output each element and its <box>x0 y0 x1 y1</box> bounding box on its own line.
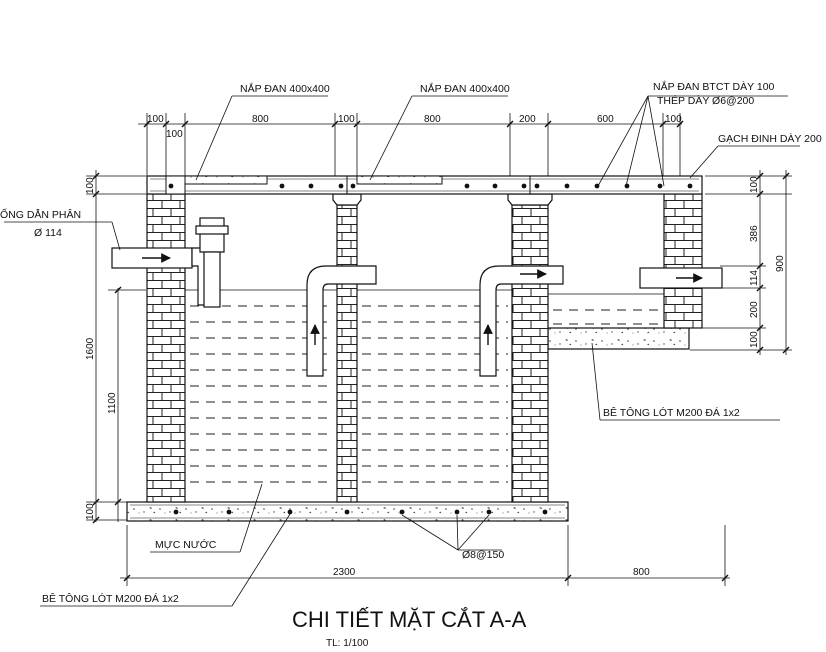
dim-top-1: 100 <box>147 114 164 125</box>
dim-bottom-2: 800 <box>633 567 650 578</box>
leader-lines <box>4 95 800 607</box>
dim-right-5: 100 <box>749 331 760 348</box>
label-water-level: MỰC NƯỚC <box>155 538 217 551</box>
dim-top-6: 200 <box>519 114 536 125</box>
dim-top-4: 100 <box>338 114 355 125</box>
top-dimension-ticks <box>143 120 684 128</box>
dim-left-3: 1100 <box>107 392 118 414</box>
label-cover-mid: NẮP ĐAN 400x400 <box>420 82 510 95</box>
label-pipe-in-line1: ỐNG DẪN PHÂN <box>0 207 81 221</box>
drawing-scale: TL: 1/100 <box>326 638 369 649</box>
dim-right-6: 900 <box>775 255 786 272</box>
dim-top-3: 800 <box>252 114 269 125</box>
dim-bottom-1: 2300 <box>333 567 356 578</box>
dim-right-2: 386 <box>749 225 760 242</box>
dim-left-2: 1600 <box>85 337 96 360</box>
dim-top-2: 100 <box>166 129 183 140</box>
water-region <box>185 289 664 483</box>
label-rebar: Ø8@150 <box>462 549 504 561</box>
partition-caps <box>332 193 553 206</box>
label-slab-line2: THÉP DÀY Ø6@200 <box>657 94 754 107</box>
dim-right-1: 100 <box>749 176 760 193</box>
brick-wall-left <box>146 193 186 503</box>
dim-right-4: 200 <box>749 301 760 318</box>
brick-wall-partition-2 <box>511 204 549 503</box>
dim-left-1: 100 <box>85 177 96 194</box>
label-slab-line1: NẮP ĐAN BTCT DÀY 100 <box>653 80 775 93</box>
left-dimension-ticks <box>92 172 122 524</box>
brick-wall-partition-1 <box>336 204 358 503</box>
bottom-dimension-ticks <box>123 574 729 582</box>
elbow-pipe-1 <box>306 265 377 377</box>
label-brick-wall: GẠCH ĐINH DÀY 200 <box>718 132 822 145</box>
label-pipe-in-line2: Ø 114 <box>34 227 62 239</box>
label-concrete-right: BÊ TÔNG LÓT M200 ĐÁ 1x2 <box>603 406 740 419</box>
bottom-slab <box>126 501 569 522</box>
bottom-dimension-chain <box>120 525 730 586</box>
lean-concrete-step <box>547 327 690 350</box>
dim-left-4: 100 <box>85 503 96 520</box>
dim-right-3: 114 <box>749 270 760 286</box>
dim-top-8: 100 <box>665 114 682 125</box>
right-dimension-ticks <box>756 172 790 354</box>
drawing-title: CHI TIẾT MẶT CẮT A-A <box>292 607 527 632</box>
top-slab <box>146 175 703 195</box>
left-dimension-chain <box>86 170 146 522</box>
dim-top-5: 800 <box>424 114 441 125</box>
dim-top-7: 600 <box>597 114 614 125</box>
elbow-pipe-2 <box>479 265 564 377</box>
right-dimension-chain <box>690 170 792 355</box>
label-cover-left: NẮP ĐAN 400x400 <box>240 82 330 95</box>
label-concrete-bottom: BÊ TÔNG LÓT M200 ĐÁ 1x2 <box>42 592 179 605</box>
brick-wall-right <box>663 193 703 329</box>
